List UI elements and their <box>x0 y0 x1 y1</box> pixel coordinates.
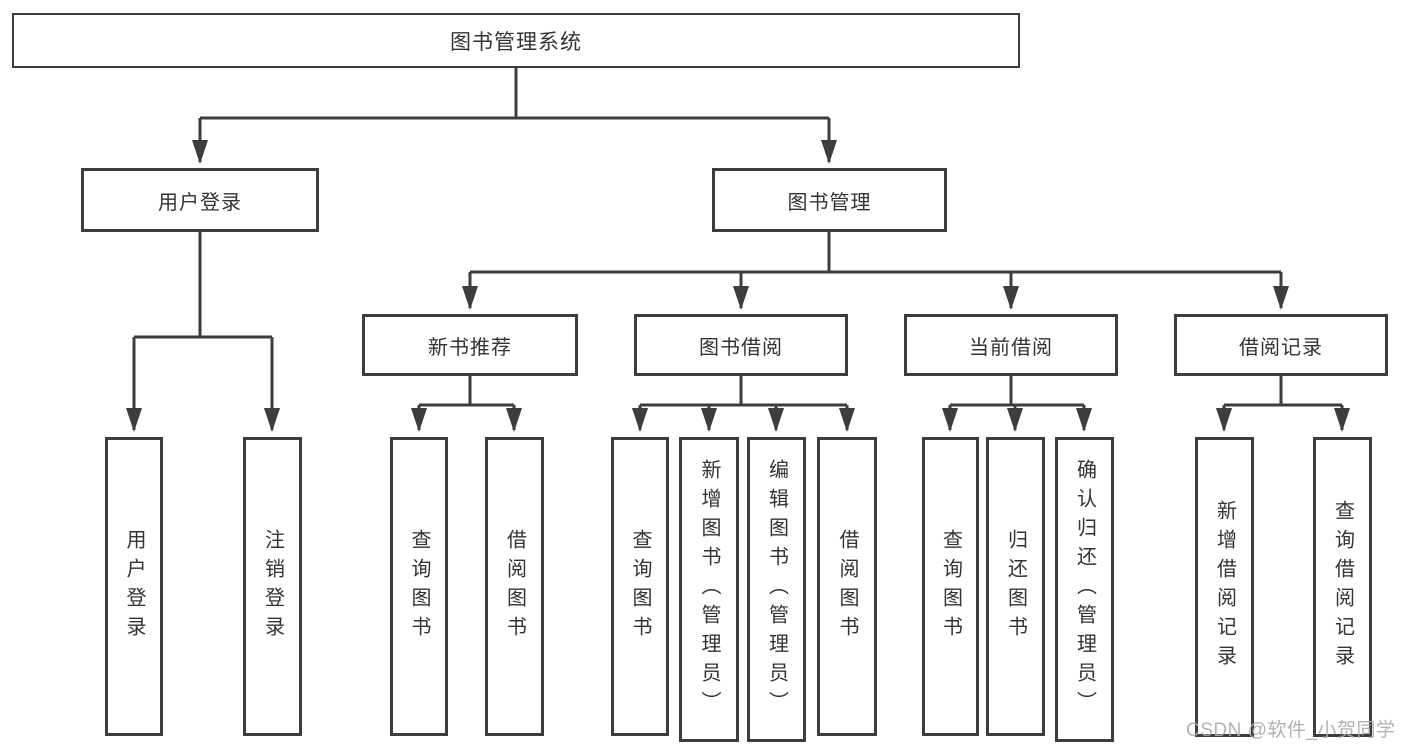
leaf-borrow-books-label: 借阅图书 <box>836 528 858 645</box>
csdn-watermark: CSDN @软件_小贺同学 <box>1186 720 1396 741</box>
node-new-book-recommend-label: 新书推荐 <box>428 336 512 359</box>
leaf-user-login-label: 用户登录 <box>123 528 145 645</box>
leaf-query-books-recommend: 查询图书 <box>390 437 448 736</box>
leaf-borrow-books: 借阅图书 <box>817 437 877 736</box>
node-current-borrow-label: 当前借阅 <box>969 336 1053 359</box>
leaf-add-books-admin: 新增图书（管理员） <box>679 437 739 742</box>
node-user-login: 用户登录 <box>81 168 319 232</box>
node-book-borrow-label: 图书借阅 <box>699 336 783 359</box>
leaf-query-books-recommend-label: 查询图书 <box>408 528 430 645</box>
leaf-add-borrow-record: 新增借阅记录 <box>1195 437 1254 737</box>
node-current-borrow: 当前借阅 <box>904 314 1118 376</box>
leaf-add-books-admin-label: 新增图书（管理员） <box>698 459 720 720</box>
node-borrow-records: 借阅记录 <box>1174 314 1388 376</box>
node-library-system-label: 图书管理系统 <box>450 30 582 54</box>
leaf-logout-label: 注销登录 <box>261 528 284 645</box>
node-user-login-label: 用户登录 <box>158 191 242 214</box>
node-new-book-recommend: 新书推荐 <box>362 314 578 376</box>
node-library-system: 图书管理系统 <box>12 13 1020 68</box>
leaf-borrow-books-recommend-label: 借阅图书 <box>503 528 526 645</box>
leaf-add-borrow-record-label: 新增借阅记录 <box>1213 500 1236 674</box>
leaf-borrow-books-recommend: 借阅图书 <box>485 437 544 736</box>
leaf-confirm-return-admin: 确认归还（管理员） <box>1055 437 1114 742</box>
leaf-query-books-current-label: 查询图书 <box>939 528 962 645</box>
node-book-management-label: 图书管理 <box>787 191 872 214</box>
node-book-management: 图书管理 <box>712 168 947 232</box>
leaf-query-borrow-record-label: 查询借阅记录 <box>1331 500 1354 674</box>
leaf-query-books-borrow: 查询图书 <box>611 437 669 736</box>
node-borrow-records-label: 借阅记录 <box>1239 336 1323 359</box>
leaf-logout: 注销登录 <box>243 437 302 736</box>
leaf-confirm-return-admin-label: 确认归还（管理员） <box>1073 459 1096 720</box>
leaf-return-books-label: 归还图书 <box>1004 528 1027 645</box>
leaf-user-login: 用户登录 <box>105 437 163 736</box>
node-book-borrow: 图书借阅 <box>634 314 848 376</box>
leaf-edit-books-admin-label: 编辑图书（管理员） <box>765 459 788 720</box>
leaf-query-books-borrow-label: 查询图书 <box>629 528 651 645</box>
leaf-return-books: 归还图书 <box>986 437 1045 736</box>
leaf-query-borrow-record: 查询借阅记录 <box>1313 437 1372 737</box>
leaf-edit-books-admin: 编辑图书（管理员） <box>747 437 806 742</box>
leaf-query-books-current: 查询图书 <box>922 437 979 736</box>
